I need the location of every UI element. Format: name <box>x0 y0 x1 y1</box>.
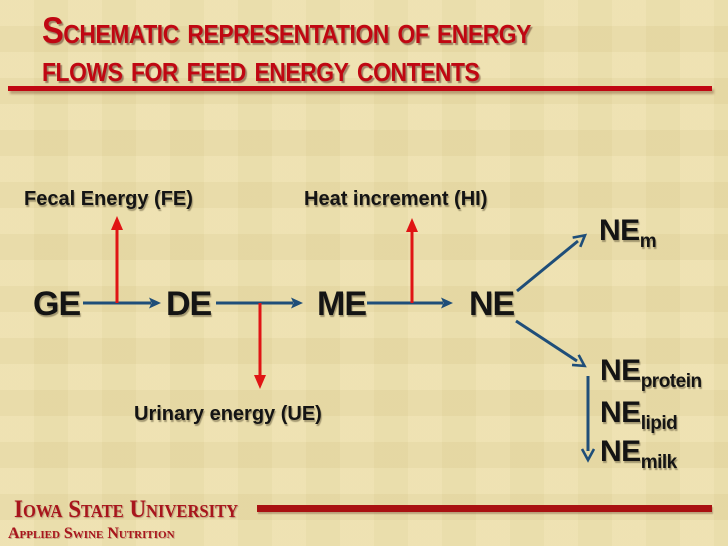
output-ne-milk-base: NE <box>600 435 641 468</box>
page-title-line1: Schematic representation of energy <box>42 10 531 51</box>
output-ne-protein-sub: protein <box>640 371 702 392</box>
output-ne-milk-sub: milk <box>640 452 678 473</box>
title-underline-rule <box>8 86 712 91</box>
arrow-ne-to-nem <box>516 241 578 293</box>
footer-university-name: Iowa State University <box>14 496 239 523</box>
label-urinary-energy: Urinary energy (UE) <box>134 403 322 425</box>
output-ne-lipid-sub: lipid <box>640 413 678 434</box>
output-ne-protein: NEprotein <box>600 354 702 392</box>
output-ne-protein-base: NE <box>600 354 641 387</box>
output-ne-lipid: NElipid <box>600 396 678 434</box>
node-de: DE <box>166 285 212 323</box>
footer-program-name: Applied Swine Nutrition <box>8 525 175 542</box>
output-ne-m-sub: m <box>639 231 657 252</box>
label-heat-increment: Heat increment (HI) <box>304 188 488 210</box>
node-ge: GE <box>33 285 81 323</box>
node-ne: NE <box>469 285 515 323</box>
page-title-line2: flows for feed energy contents <box>42 48 480 89</box>
output-ne-m: NEm <box>599 214 657 252</box>
output-ne-lipid-base: NE <box>600 396 641 429</box>
label-fecal-energy: Fecal Energy (FE) <box>24 188 193 210</box>
output-ne-milk: NEmilk <box>600 435 677 473</box>
output-ne-m-base: NE <box>599 214 640 247</box>
footer-rule <box>257 505 712 512</box>
node-me: ME <box>317 285 367 323</box>
arrow-ne-to-neprotein <box>515 319 577 361</box>
